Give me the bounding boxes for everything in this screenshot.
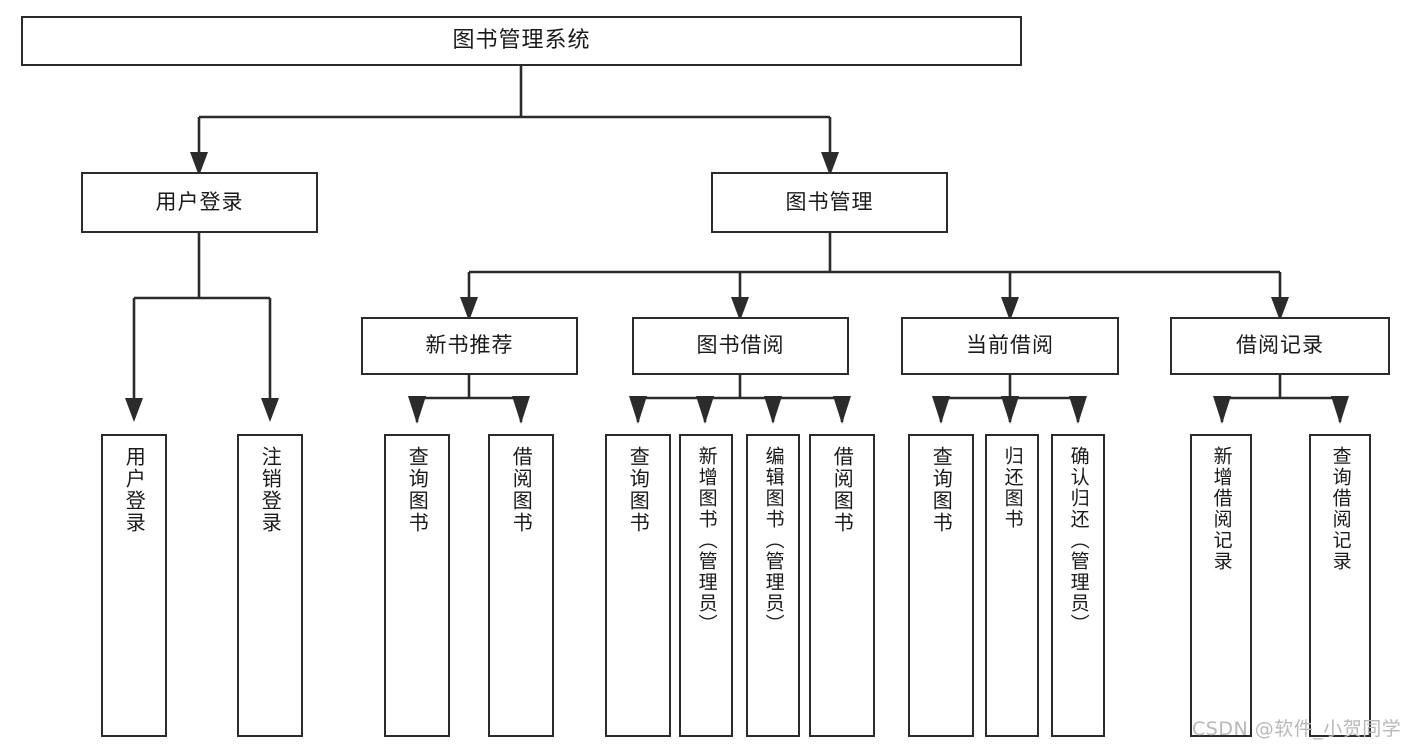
csdn-watermark: CSDN @软件_小贺同学 — [1192, 718, 1402, 740]
leaf-current-query-book[interactable]: 查询图书 — [908, 434, 974, 737]
leaf-label: 借阅图书 — [830, 446, 855, 534]
leaf-user-login-logout[interactable]: 注销登录 — [237, 434, 303, 737]
leaf-borrow-borrow-book[interactable]: 借阅图书 — [809, 434, 875, 737]
leaf-label: 查询借阅记录 — [1329, 446, 1352, 572]
leaf-records-add-record[interactable]: 新增借阅记录 — [1190, 434, 1252, 737]
leaf-borrow-edit-book-admin[interactable]: 编辑图书（管理员） — [746, 434, 800, 737]
leaf-label: 归还图书 — [1001, 446, 1024, 530]
leaf-label: 编辑图书（管理员） — [762, 446, 785, 635]
node-root-system[interactable]: 图书管理系统 — [21, 16, 1022, 66]
leaf-current-confirm-return-admin[interactable]: 确认归还（管理员） — [1051, 434, 1105, 737]
leaf-recommend-borrow-book[interactable]: 借阅图书 — [488, 434, 554, 737]
node-book-borrow[interactable]: 图书借阅 — [632, 317, 849, 375]
leaf-borrow-add-book-admin[interactable]: 新增图书（管理员） — [679, 434, 733, 737]
leaf-label: 确认归还（管理员） — [1067, 446, 1090, 635]
leaf-label: 查询图书 — [929, 446, 954, 534]
leaf-label: 查询图书 — [405, 446, 430, 534]
leaf-label: 借阅图书 — [509, 446, 534, 534]
leaf-records-query-record[interactable]: 查询借阅记录 — [1309, 434, 1371, 737]
leaf-current-return-book[interactable]: 归还图书 — [985, 434, 1039, 737]
leaf-label: 注销登录 — [258, 446, 283, 534]
leaf-label: 用户登录 — [122, 446, 147, 534]
node-current-borrow[interactable]: 当前借阅 — [901, 317, 1119, 375]
node-new-book-recommend[interactable]: 新书推荐 — [361, 317, 578, 375]
leaf-label: 新增图书（管理员） — [695, 446, 718, 635]
node-borrow-records[interactable]: 借阅记录 — [1170, 317, 1390, 375]
node-user-login[interactable]: 用户登录 — [81, 172, 318, 233]
leaf-label: 查询图书 — [626, 446, 651, 534]
leaf-user-login-login[interactable]: 用户登录 — [101, 434, 167, 737]
leaf-label: 新增借阅记录 — [1210, 446, 1233, 572]
node-book-management[interactable]: 图书管理 — [711, 172, 948, 233]
leaf-borrow-query-book[interactable]: 查询图书 — [605, 434, 671, 737]
leaf-recommend-query-book[interactable]: 查询图书 — [384, 434, 450, 737]
